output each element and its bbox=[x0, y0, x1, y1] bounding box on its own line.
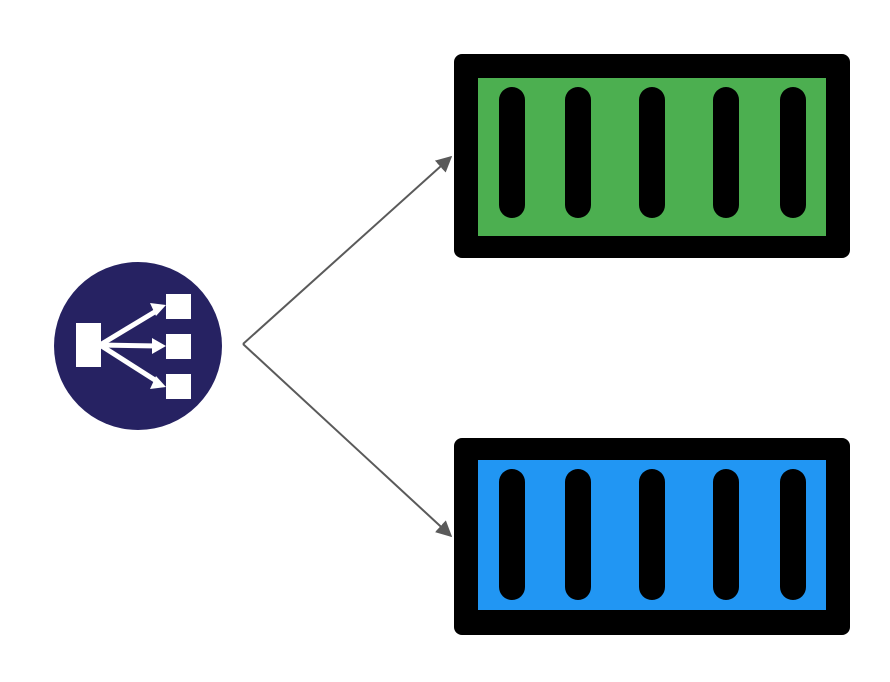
container-icon-green bbox=[454, 54, 850, 258]
connector-to-green-container bbox=[242, 155, 453, 345]
container-icon-blue bbox=[454, 438, 850, 635]
load-balancer-icon bbox=[54, 262, 222, 430]
connectors bbox=[242, 155, 453, 538]
connector-to-blue-container bbox=[242, 343, 453, 538]
